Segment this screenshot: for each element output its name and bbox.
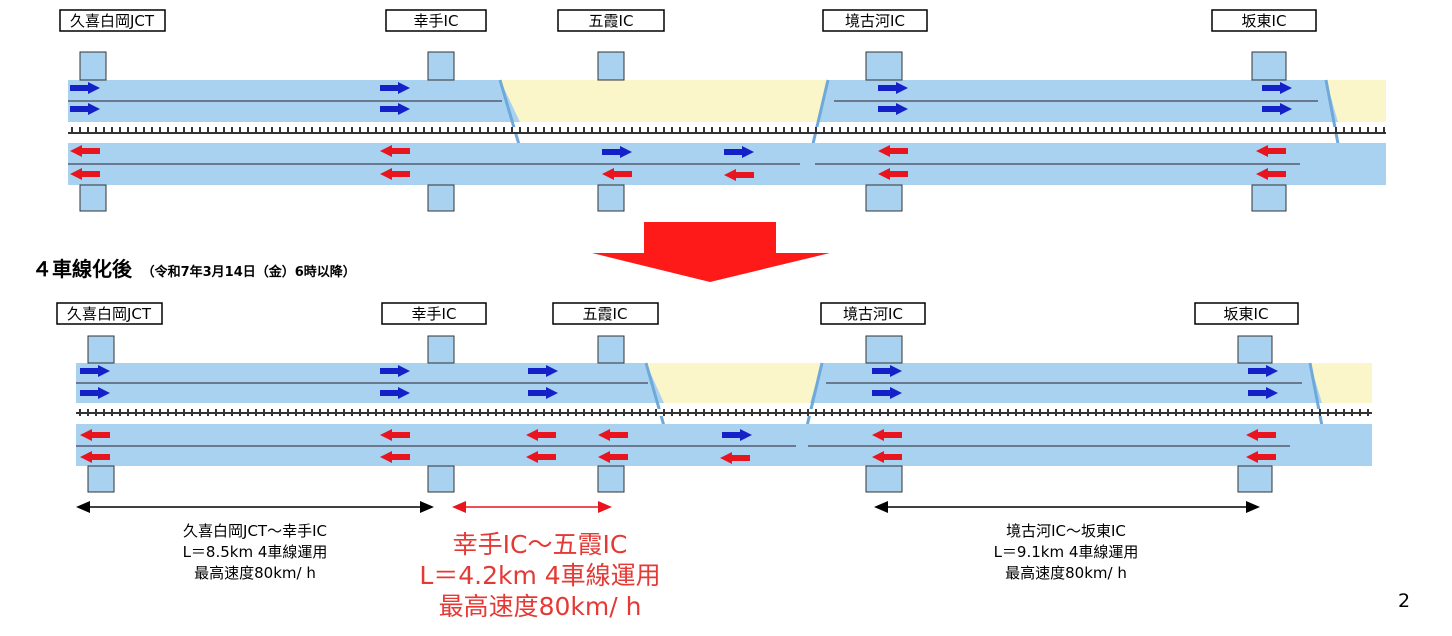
svg-text:久喜白岡JCT: 久喜白岡JCT [70,12,155,30]
svg-text:五霞IC: 五霞IC [583,305,628,323]
svg-text:久喜白岡JCT: 久喜白岡JCT [67,305,152,323]
note-middle: 幸手IC～五霞IC L＝4.2km 4車線運用 最高速度80km/ h [419,530,660,621]
after-ic-label-satte: 幸手IC [381,302,487,325]
svg-text:幸手IC: 幸手IC [412,305,457,323]
note-left: 久喜白岡JCT～幸手IC L＝8.5km 4車線運用 最高速度80km/ h [183,522,328,582]
svg-text:坂東IC: 坂東IC [1224,305,1269,323]
before-arrows-eastbound [70,82,1292,158]
after-ic-stubs [87,335,1273,493]
after-ic-label-kukishiraoka: 久喜白岡JCT [56,302,163,325]
before-ic-label-kukishiraoka: 久喜白岡JCT [59,9,166,32]
svg-text:４車線化後 （令和7年3月14日（金）6時以降）: ４車線化後 （令和7年3月14日（金）6時以降） [32,257,356,281]
before-ic-stubs [79,51,1287,212]
note-left-line-2: L＝8.5km 4車線運用 [183,543,328,561]
note-middle-line-3: 最高速度80km/ h [439,592,642,621]
after-arrows-eastbound [80,365,1278,441]
transition-arrow [592,222,830,282]
diagram-before: 久喜白岡JCT 幸手IC 五霞IC 境古河IC 坂東IC [59,9,1386,212]
distance-marker-middle [452,501,612,513]
before-median [68,127,1386,134]
before-ic-label-bando: 坂東IC [1211,9,1317,32]
distance-marker-left [76,501,434,513]
after-subtitle: （令和7年3月14日（金）6時以降） [142,264,356,280]
after-ic-label-goka: 五霞IC [552,302,659,325]
distance-marker-right [874,501,1260,513]
before-arrows-westbound [70,145,1286,181]
page-number: 2 [1398,590,1410,612]
after-title: ４車線化後 [32,257,133,281]
note-left-line-1: 久喜白岡JCT～幸手IC [183,522,327,540]
after-upper-carriageway [76,362,1372,448]
svg-text:幸手IC: 幸手IC [414,12,459,30]
note-middle-line-2: L＝4.2km 4車線運用 [419,561,660,590]
before-ic-label-satte: 幸手IC [385,9,487,32]
before-upper-carriageway [68,79,1386,166]
svg-text:坂東IC: 坂東IC [1242,12,1287,30]
note-right-line-3: 最高速度80km/ h [1005,564,1127,582]
before-ic-label-goka: 五霞IC [557,9,665,32]
after-arrows-westbound [80,429,1276,464]
before-ic-label-sakaikoga: 境古河IC [822,9,928,32]
svg-text:五霞IC: 五霞IC [589,12,634,30]
svg-text:境古河IC: 境古河IC [845,12,905,30]
svg-text:境古河IC: 境古河IC [843,305,903,323]
after-ic-label-bando: 坂東IC [1194,302,1299,325]
note-middle-line-1: 幸手IC～五霞IC [453,530,628,559]
diagram-after: 久喜白岡JCT 幸手IC 五霞IC 境古河IC 坂東IC [56,302,1372,493]
after-median [76,409,1372,416]
note-right-line-2: L＝9.1km 4車線運用 [994,543,1139,561]
note-left-line-3: 最高速度80km/ h [194,564,316,582]
after-ic-label-sakaikoga: 境古河IC [820,302,926,325]
note-right: 境古河IC～坂東IC L＝9.1km 4車線運用 最高速度80km/ h [994,522,1139,582]
note-right-line-1: 境古河IC～坂東IC [1006,522,1126,540]
